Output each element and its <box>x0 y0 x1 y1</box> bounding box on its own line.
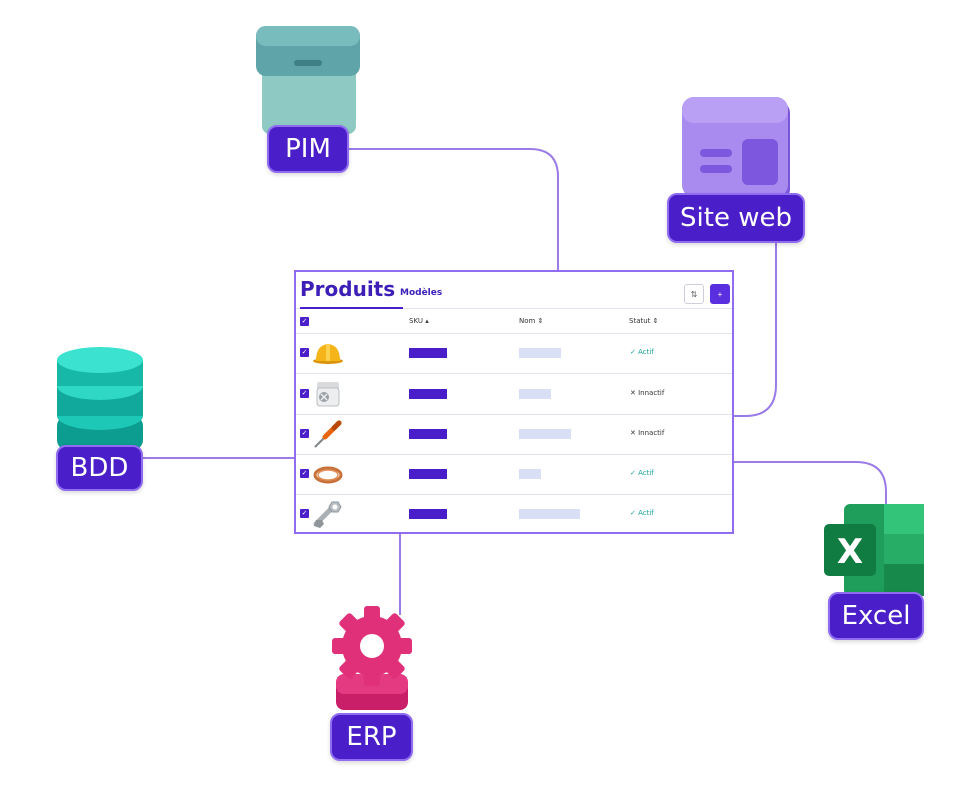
table-row[interactable]: ✓ ✓ Actif <box>296 454 732 495</box>
bdd-label: BDD <box>70 453 129 483</box>
tab-bar: Produits Modèles ⇅ + <box>296 272 732 309</box>
tab-produits[interactable]: Produits <box>300 274 404 309</box>
column-nom[interactable]: Nom ⇕ <box>519 317 543 325</box>
sku-value <box>409 348 447 358</box>
copper-coil-icon <box>313 466 343 484</box>
products-table-card: Produits Modèles ⇅ + ✓ SKU ▴ Nom ⇕ Statu… <box>294 270 734 534</box>
sort-icon: ⇕ <box>537 317 544 325</box>
status-badge: ✓ Actif <box>630 348 654 356</box>
connector-pim <box>348 148 559 270</box>
excel-node: Excel <box>828 592 924 640</box>
status-badge: ✓ Actif <box>630 469 654 477</box>
tab-modeles[interactable]: Modèles <box>400 288 443 298</box>
database-icon <box>57 347 143 450</box>
connector-site-web <box>734 243 777 417</box>
plus-icon: + <box>717 289 723 299</box>
name-value <box>519 469 541 479</box>
row-checkbox[interactable]: ✓ <box>300 348 309 357</box>
svg-text:X: X <box>837 532 863 572</box>
status-badge: ✓ Actif <box>630 509 654 517</box>
table-row[interactable]: ✓ ✕ Innactif <box>296 414 732 455</box>
sort-asc-icon: ▴ <box>425 317 429 325</box>
name-value <box>519 509 580 519</box>
sliders-icon: ⇅ <box>690 289 698 299</box>
column-nom-label: Nom <box>519 317 536 325</box>
status-badge: ✕ Innactif <box>630 389 665 397</box>
table-row[interactable]: ✓ ✓ Actif <box>296 333 732 374</box>
screwdriver-icon <box>314 420 342 448</box>
select-all-checkbox[interactable]: ✓ <box>300 317 309 326</box>
row-checkbox[interactable]: ✓ <box>300 469 309 478</box>
column-sku[interactable]: SKU ▴ <box>409 317 429 325</box>
column-statut-label: Statut <box>629 317 651 325</box>
add-button[interactable]: + <box>710 284 730 304</box>
column-sku-label: SKU <box>409 317 423 325</box>
site-web-label: Site web <box>680 203 792 233</box>
row-checkbox[interactable]: ✓ <box>300 429 309 438</box>
excel-label: Excel <box>841 601 911 631</box>
erp-node: ERP <box>330 713 413 761</box>
bdd-node: BDD <box>56 445 143 491</box>
connector-excel <box>734 461 887 505</box>
status-badge: ✕ Innactif <box>630 429 665 437</box>
sku-value <box>409 429 447 439</box>
pim-node: PIM <box>267 125 349 173</box>
row-checkbox[interactable]: ✓ <box>300 509 309 518</box>
hard-hat-icon <box>313 344 343 364</box>
site-web-node: Site web <box>667 193 805 243</box>
table-row[interactable]: ✓ ✓ Actif <box>296 494 732 534</box>
filter-button[interactable]: ⇅ <box>684 284 704 304</box>
pim-label: PIM <box>285 134 331 164</box>
sort-icon: ⇕ <box>652 317 659 325</box>
sku-value <box>409 509 447 519</box>
website-window-icon <box>682 97 790 201</box>
name-value <box>519 348 561 358</box>
name-value <box>519 429 571 439</box>
box-icon <box>256 26 360 134</box>
air-conditioner-icon <box>316 382 340 407</box>
sku-value <box>409 469 447 479</box>
table-header: ✓ SKU ▴ Nom ⇕ Statut ⇕ <box>296 309 732 334</box>
gear-icon <box>332 606 412 710</box>
excel-icon: X <box>824 504 924 596</box>
table-row[interactable]: ✓ ✕ Innactif <box>296 374 732 415</box>
sku-value <box>409 389 447 399</box>
row-checkbox[interactable]: ✓ <box>300 389 309 398</box>
name-value <box>519 389 551 399</box>
column-statut[interactable]: Statut ⇕ <box>629 317 659 325</box>
erp-label: ERP <box>346 722 397 752</box>
bolt-nut-icon <box>313 501 342 528</box>
